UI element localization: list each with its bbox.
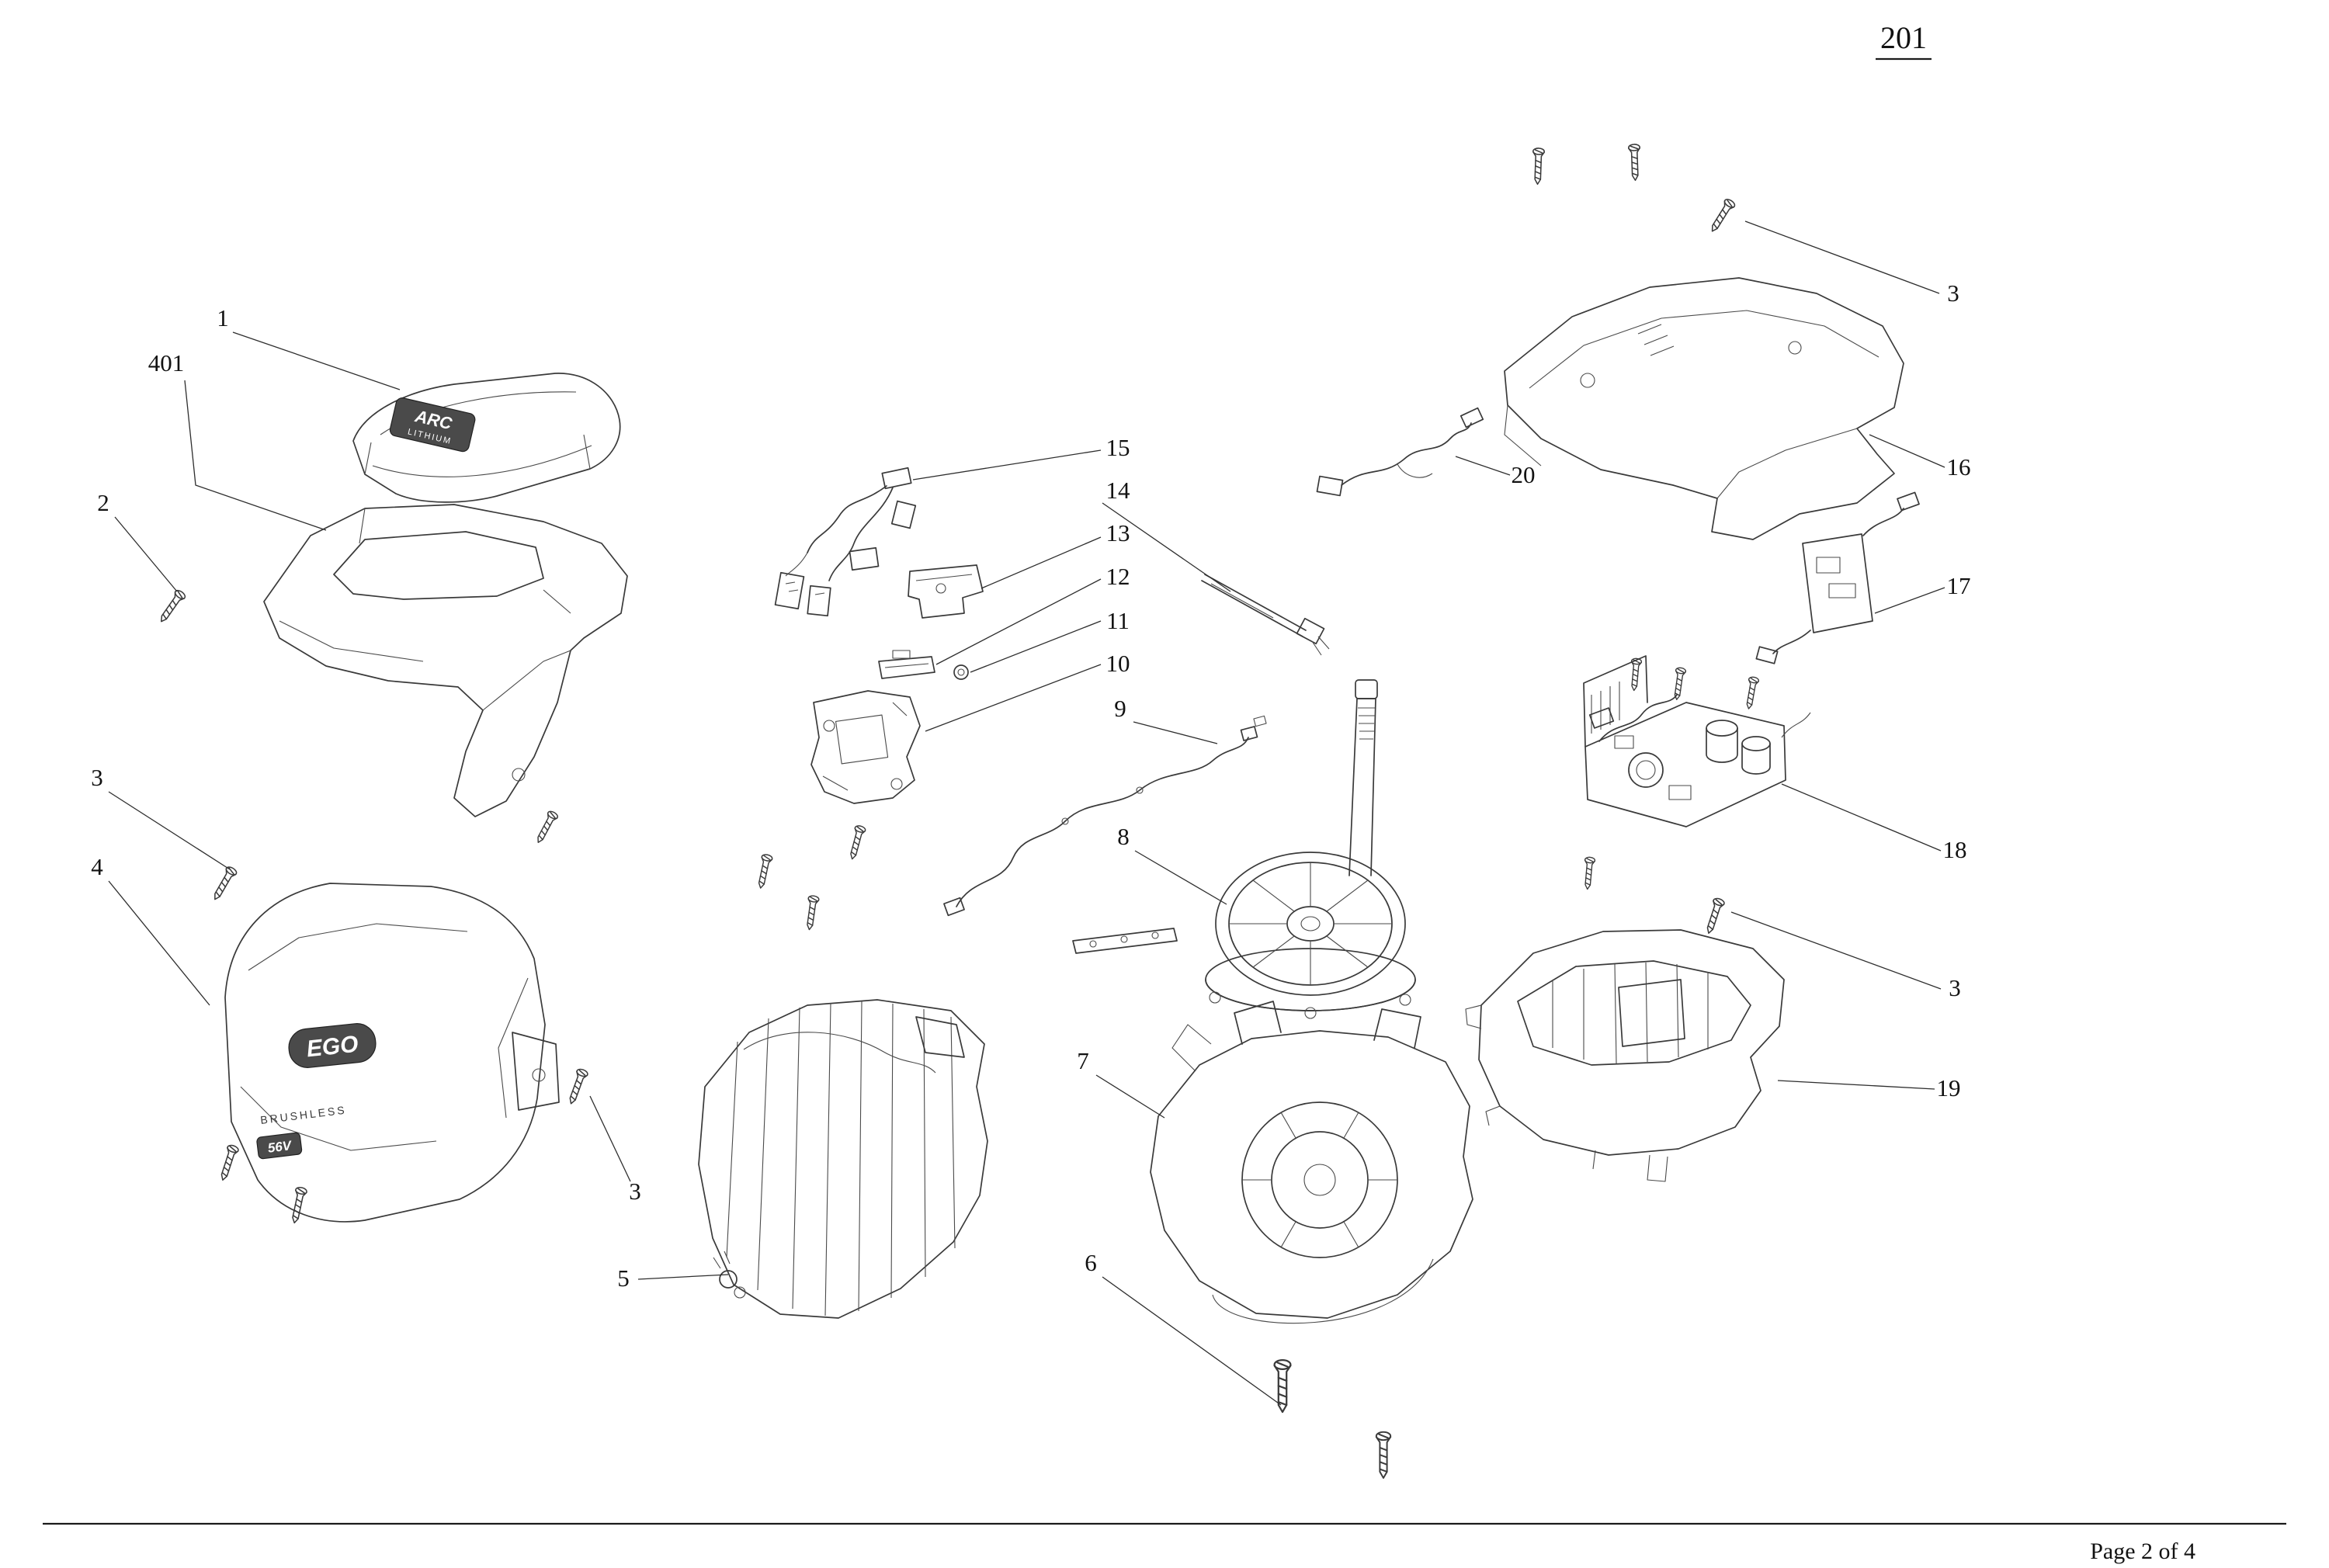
callout-20: 20	[1512, 461, 1536, 488]
leader-8	[1134, 850, 1227, 905]
leader-3-left	[108, 791, 231, 870]
leader-4	[108, 880, 210, 1006]
part-19-bottom-housing	[1465, 929, 1785, 1182]
leader-lines	[108, 220, 1945, 1406]
callout-3-right: 3	[1949, 974, 1961, 1001]
part-12-clip	[878, 650, 935, 679]
callout-10: 10	[1106, 650, 1130, 677]
part-13-bracket	[908, 564, 984, 619]
part-10-bracket	[755, 690, 921, 931]
leader-11	[970, 620, 1102, 673]
leader-18	[1781, 783, 1942, 852]
leader-2	[114, 516, 178, 592]
part-20-wire-harness	[1316, 407, 1484, 497]
leader-1	[232, 331, 401, 390]
leader-15	[912, 449, 1102, 480]
leader-3-center	[589, 1095, 631, 1182]
part-15-wiring-assembly	[774, 467, 917, 617]
leader-13	[981, 536, 1102, 589]
callout-9: 9	[1114, 695, 1126, 722]
leader-5	[637, 1274, 729, 1280]
part-1-top-cover: ARC LITHIUM	[352, 373, 621, 503]
part-11-bushing	[953, 664, 969, 680]
leader-7	[1095, 1074, 1165, 1119]
part-9-wire-harness	[943, 715, 1267, 954]
leader-12	[935, 578, 1102, 665]
callout-12: 12	[1106, 563, 1130, 590]
part-2-screw	[156, 588, 187, 626]
part-3-screw-top	[1706, 196, 1737, 235]
part-16-rear-cover	[1504, 277, 1904, 540]
callout-7: 7	[1077, 1047, 1089, 1074]
page-header: 201	[1876, 20, 1932, 61]
callout-11: 11	[1106, 607, 1130, 634]
brushless-label: BRUSHLESS	[259, 1103, 347, 1126]
callout-3-left: 3	[91, 764, 103, 791]
callout-16: 16	[1947, 453, 1971, 480]
part-17-circuit-board	[1755, 491, 1920, 664]
arc-lithium-badge: ARC LITHIUM	[389, 397, 476, 453]
leader-14	[1102, 502, 1231, 592]
callout-15: 15	[1106, 434, 1130, 461]
part-5-motor-housing	[698, 999, 988, 1319]
part-14-lever	[1201, 574, 1330, 656]
callout-17: 17	[1947, 572, 1971, 599]
callouts: 1 401 2 3 4 3 5 6 7 8 9 10 11 12 13 14 1…	[91, 279, 1970, 1292]
callout-401: 401	[148, 349, 185, 376]
page-footer: Page 2 of 4	[43, 1522, 2286, 1564]
callout-14: 14	[1106, 477, 1131, 504]
voltage-badge: 56V	[256, 1132, 303, 1160]
leader-3-top	[1744, 220, 1940, 294]
callout-3-top: 3	[1947, 279, 1959, 307]
leader-3-right	[1730, 911, 1942, 990]
part-4-front-cover: EGO BRUSHLESS 56V	[217, 883, 560, 1225]
callout-1: 1	[217, 304, 229, 331]
leader-17	[1874, 587, 1945, 614]
callout-13: 13	[1106, 519, 1130, 546]
callout-4: 4	[91, 853, 103, 880]
part-3-screw-left	[209, 865, 239, 903]
callout-18: 18	[1943, 836, 1967, 863]
callout-8: 8	[1117, 823, 1130, 850]
part-401-upper-housing	[263, 504, 628, 846]
callout-2: 2	[97, 489, 109, 516]
part-3-screw-right	[1702, 897, 1726, 936]
part-3-screw-center	[565, 1067, 589, 1106]
part-6-bolts	[1273, 1359, 1392, 1480]
callout-19: 19	[1937, 1074, 1961, 1101]
footer-page-indicator: Page 2 of 4	[2090, 1539, 2195, 1564]
leader-20	[1455, 456, 1511, 476]
part-7-fan-housing	[1150, 1001, 1473, 1324]
leader-16	[1869, 434, 1945, 468]
callout-6: 6	[1085, 1249, 1097, 1276]
voltage-text: 56V	[267, 1138, 293, 1156]
ego-logo-text: EGO	[305, 1032, 359, 1063]
leader-10	[925, 664, 1102, 732]
ego-logo-badge: EGO	[288, 1023, 377, 1068]
callout-3-center: 3	[629, 1178, 641, 1205]
part-18-controller-assembly	[1581, 655, 1811, 890]
misc-screws	[1531, 143, 1642, 186]
leader-9	[1133, 721, 1218, 744]
leader-6	[1102, 1276, 1282, 1406]
leader-19	[1777, 1080, 1935, 1090]
callout-5: 5	[617, 1264, 630, 1292]
part-8-motor-assembly	[1205, 679, 1416, 1019]
leader-401	[184, 380, 327, 531]
page-number: 201	[1880, 20, 1927, 55]
